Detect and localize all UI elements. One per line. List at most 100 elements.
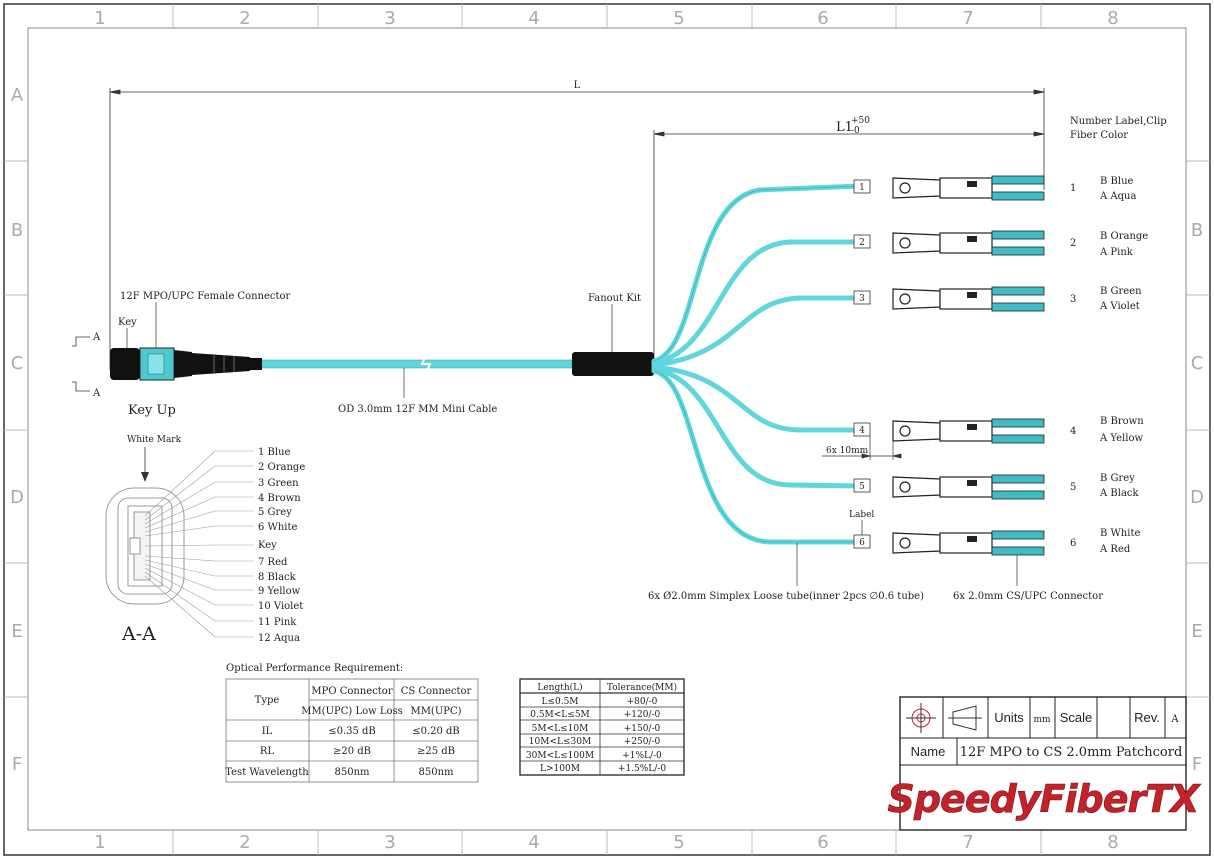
col-label: 8 — [1107, 832, 1118, 853]
col-label: 7 — [962, 832, 973, 853]
fiber-list-item: 2 Orange — [258, 462, 305, 473]
optical-row-name: Test Wavelength — [225, 767, 309, 778]
row-label: B — [11, 220, 23, 241]
row-label: D — [10, 487, 24, 508]
section-marker-a — [72, 336, 90, 392]
fiber-list-item: 12 Aqua — [258, 633, 300, 644]
label-label: Label — [849, 510, 874, 520]
row-label: E — [1191, 621, 1202, 642]
section-label: A-A — [121, 623, 156, 645]
leg-number-label: 2 — [859, 238, 865, 248]
key-up-label: Key Up — [128, 403, 176, 418]
fiber-list-item: 9 Yellow — [258, 586, 301, 597]
col-label: 1 — [94, 8, 105, 29]
optical-table-grid — [225, 678, 479, 783]
tolerance-length: 0.5M<L≤5M — [530, 710, 590, 720]
leg-color-b: B Grey — [1100, 473, 1135, 484]
optical-title: Optical Performance Requirement: — [226, 663, 403, 674]
col-label: 2 — [239, 8, 250, 29]
leg-color-a: A Black — [1099, 488, 1140, 499]
rev-label: Rev. — [1134, 710, 1160, 725]
leg-index: 2 — [1070, 238, 1076, 249]
row-label: F — [1192, 754, 1202, 775]
col-label: 4 — [528, 832, 539, 853]
optical-type: Type — [255, 695, 280, 706]
optical-mpo-sub: MM(UPC) Low Loss — [301, 706, 403, 717]
section-a-bottom: A — [92, 388, 101, 399]
tolerance-value: +1.5%L/-0 — [618, 764, 666, 774]
cs-connector — [853, 418, 1045, 444]
dim-L1-plus: +50 — [851, 116, 870, 126]
tolerance-length: 10M<L≤30M — [529, 737, 591, 747]
fiber-list-item: 1 Blue — [258, 447, 291, 458]
main-cable — [259, 359, 573, 369]
optical-row-name: RL — [260, 746, 275, 757]
brand-logo: SpeedyFiberTX — [887, 777, 1201, 821]
leg-number-label: 3 — [859, 294, 865, 304]
leg-index: 5 — [1070, 482, 1076, 493]
note-number-label: Number Label,Clip — [1070, 116, 1167, 127]
leg-color-a: A Red — [1099, 544, 1131, 555]
leg-number-label: 4 — [859, 426, 865, 436]
tolerance-value: +150/-0 — [624, 724, 661, 734]
tolerance-value: +1%L/-0 — [622, 751, 662, 761]
col-label: 3 — [384, 8, 395, 29]
leg-color-a: A Violet — [1099, 301, 1140, 312]
row-label: E — [11, 621, 22, 642]
tolerance-value: +80/-0 — [627, 697, 658, 707]
optical-cs-head: CS Connector — [401, 686, 472, 697]
units-value: mm — [1033, 715, 1051, 725]
cs-connector — [853, 230, 1045, 256]
leg-color-b: B Green — [1100, 286, 1142, 297]
dimension-L1 — [653, 130, 1045, 360]
section-a-top: A — [92, 332, 101, 343]
cs-connector — [853, 175, 1045, 201]
breakout-tubes — [651, 183, 863, 545]
row-label: A — [11, 85, 24, 106]
tube-label: 6x Ø2.0mm Simplex Loose tube(inner 2pcs … — [648, 591, 924, 602]
dimension-L — [109, 88, 1045, 370]
leg-color-b: B Blue — [1100, 176, 1134, 187]
leg-color-b: B White — [1100, 528, 1140, 539]
col-label: 7 — [962, 8, 973, 29]
leg-index: 4 — [1070, 426, 1076, 437]
leg-number-label: 5 — [859, 482, 865, 492]
tolerance-length: 30M<L≤100M — [526, 751, 594, 761]
tolerance-head-tol: Tolerance(MM) — [607, 682, 677, 693]
rev-value: A — [1170, 714, 1179, 725]
outer-border — [3, 3, 1211, 856]
fiber-list-item: 8 Black — [258, 572, 297, 583]
optical-row-cs: ≤0.20 dB — [412, 726, 460, 737]
fanout-kit — [572, 352, 654, 376]
optical-row-name: IL — [262, 726, 273, 737]
optical-mpo-head: MPO Connector — [311, 686, 392, 697]
fiber-leaders — [144, 450, 254, 638]
dim-6x10-label: 6x 10mm — [826, 446, 869, 456]
mpo-connector — [110, 347, 262, 381]
col-label: 1 — [94, 832, 105, 853]
dimension-label-offset — [822, 436, 902, 460]
leg-index: 3 — [1070, 294, 1076, 305]
leg-index: 1 — [1070, 183, 1076, 194]
name-label: Name — [911, 744, 946, 759]
optical-row-cs: ≥25 dB — [417, 746, 455, 757]
break-mark — [420, 354, 432, 374]
fiber-list-item: 11 Pink — [258, 617, 297, 628]
projection-symbol-icon — [906, 703, 982, 733]
white-mark-arrowhead — [141, 472, 149, 482]
fiber-list-item: 3 Green — [258, 478, 299, 489]
grid-labels: 1 2 3 4 5 6 7 8 1 2 3 4 5 6 7 8 A B C D … — [10, 8, 1204, 853]
optical-row-cs: 850nm — [418, 767, 454, 778]
tolerance-length: L≤0.5M — [541, 697, 578, 707]
dim-L1-label: L1 — [836, 120, 853, 135]
fiber-list-item: 5 Grey — [258, 507, 292, 518]
col-label: 6 — [817, 8, 828, 29]
fiber-list-item: 6 White — [258, 522, 297, 533]
tolerance-value: +250/-0 — [624, 737, 661, 747]
cs-connector — [853, 474, 1045, 500]
leg-number-label: 6 — [859, 538, 865, 548]
row-label: C — [11, 353, 24, 374]
cable-label: OD 3.0mm 12F MM Mini Cable — [338, 404, 497, 415]
optical-row-mpo: 850nm — [334, 767, 370, 778]
